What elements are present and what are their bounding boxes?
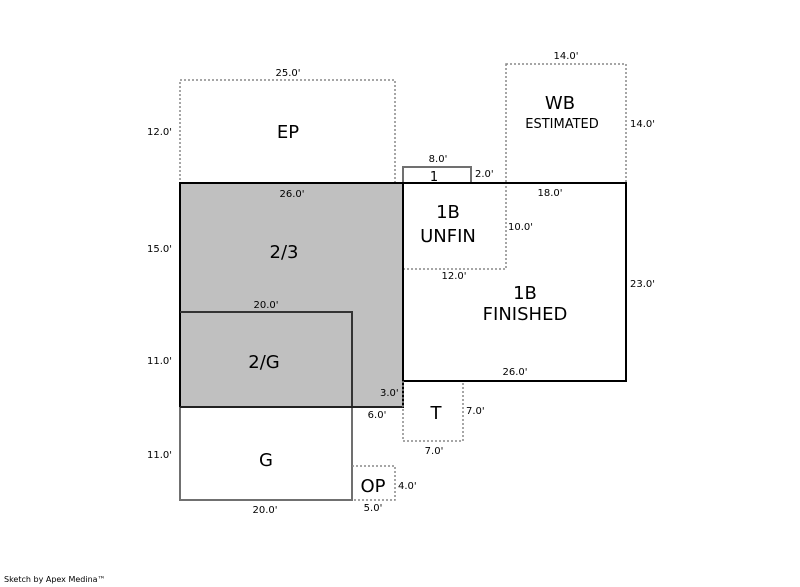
area-wb[interactable] <box>505 63 627 184</box>
label-1b-unfin-sub: UNFIN <box>420 226 476 247</box>
dim-notch-right: 3.0' <box>380 388 399 399</box>
dim-t-bottom: 7.0' <box>425 446 444 457</box>
area-1[interactable] <box>402 166 472 183</box>
dim-wb-top: 14.0' <box>553 51 578 62</box>
dim-notch-bottom: 6.0' <box>368 410 387 421</box>
label-2-3: 2/3 <box>270 242 299 263</box>
dim-g-bottom: 20.0' <box>252 505 277 516</box>
area-1b-unfin[interactable] <box>403 183 507 270</box>
label-1b-finished-sub: FINISHED <box>483 304 568 325</box>
dim-1b-unfin-right: 10.0' <box>508 222 533 233</box>
label-2-g: 2/G <box>248 352 279 373</box>
label-wb: WB <box>545 93 575 114</box>
label-ep: EP <box>277 122 299 143</box>
dim-op-bottom: 5.0' <box>364 503 383 514</box>
dim-2-g-top: 20.0' <box>253 300 278 311</box>
dim-2-g-left: 11.0' <box>147 356 172 367</box>
label-op: OP <box>360 476 385 497</box>
dim-wb-right: 14.0' <box>630 119 655 130</box>
dim-t-right: 7.0' <box>466 406 485 417</box>
area-2-3[interactable] <box>180 183 403 407</box>
area-op[interactable] <box>352 465 396 501</box>
dim-1b-unfin-bottom: 12.0' <box>441 271 466 282</box>
label-1: 1 <box>430 170 438 185</box>
dim-2-3-left: 15.0' <box>147 244 172 255</box>
dim-2-3-top: 26.0' <box>279 189 304 200</box>
sketch-credit: Sketch by Apex Medina™ <box>4 575 106 584</box>
dim-ep-left: 12.0' <box>147 127 172 138</box>
dim-1-right: 2.0' <box>475 169 494 180</box>
dim-1b-finished-right: 23.0' <box>630 279 655 290</box>
dim-1b-finished-top: 18.0' <box>537 188 562 199</box>
area-t[interactable] <box>402 381 464 442</box>
dim-1-top: 8.0' <box>429 154 448 165</box>
label-wb-sub: ESTIMATED <box>525 117 599 132</box>
dim-ep-top: 25.0' <box>275 68 300 79</box>
dim-op-right: 4.0' <box>398 481 417 492</box>
dim-g-left: 11.0' <box>147 450 172 461</box>
label-g: G <box>259 450 273 471</box>
label-1b-finished: 1B <box>513 283 537 304</box>
label-1b-unfin: 1B <box>436 202 460 223</box>
label-t: T <box>430 403 443 424</box>
dim-1b-finished-bottom: 26.0' <box>502 367 527 378</box>
area-g[interactable] <box>179 407 353 501</box>
